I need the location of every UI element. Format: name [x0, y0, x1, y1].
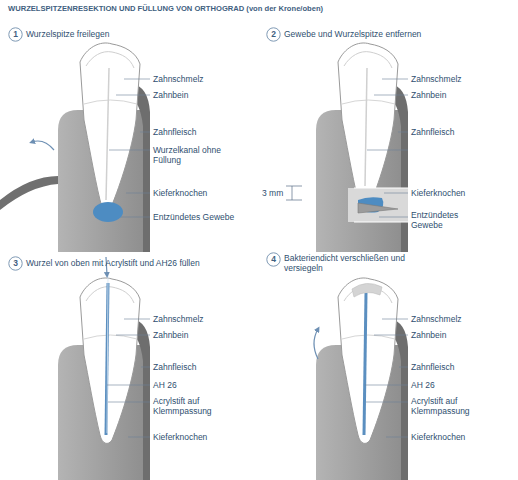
- circle-shape: [267, 28, 280, 41]
- part-name: AH 26: [411, 380, 435, 390]
- diagram-title: WURZELSPITZENRESEKTION UND FÜLLUNG VON O…: [8, 4, 323, 13]
- part-name: Acrylstift auf Klemmpassung: [153, 396, 233, 416]
- step-heading: Wurzelspitze freilegen: [26, 29, 109, 39]
- panel-1: [0, 43, 150, 252]
- part-name: Zahnfleisch: [411, 127, 454, 137]
- circle-shape: [9, 257, 22, 270]
- circle-shape: [9, 28, 22, 41]
- step-heading: Gewebe und Wurzelspitze entfernen: [284, 29, 421, 39]
- circle-shape: [267, 253, 280, 266]
- part-name: Zahnbein: [153, 330, 188, 340]
- panel-2: [286, 43, 408, 252]
- part-name: Wurzelkanal ohne Füllung: [153, 145, 243, 165]
- step-circle: 4: [266, 252, 281, 267]
- step-circle: 3: [8, 256, 23, 271]
- step-number: 4: [266, 252, 281, 267]
- panel-3: [58, 257, 150, 480]
- part-name: Kieferknochen: [153, 188, 207, 198]
- part-name: Acrylstift auf Klemmpassung: [411, 396, 491, 416]
- part-name: Zahnschmelz: [411, 74, 462, 84]
- part-name: Zahnbein: [411, 90, 446, 100]
- part-name: Zahnschmelz: [411, 314, 462, 324]
- step-circle: 2: [266, 27, 281, 42]
- part-name: Zahnfleisch: [153, 362, 196, 372]
- part-name: Zahnschmelz: [153, 74, 204, 84]
- part-name: Entzündetes Gewebe: [153, 212, 234, 222]
- part-name: Kieferknochen: [411, 432, 465, 442]
- step-heading: Wurzel von oben mit Acrylstift und AH26 …: [26, 258, 200, 268]
- part-name: Kieferknochen: [411, 188, 465, 198]
- part-name: Entzündetes Gewebe: [411, 210, 471, 230]
- panel-4: [314, 278, 408, 480]
- dimension: 3 mm: [262, 188, 283, 198]
- step-circle: 1: [8, 27, 23, 42]
- step-number: 2: [266, 27, 281, 42]
- step-heading: Bakteriendicht verschließen und versiege…: [284, 253, 434, 273]
- part-name: Zahnfleisch: [153, 127, 196, 137]
- part-name: Kieferknochen: [153, 432, 207, 442]
- step-number: 1: [8, 27, 23, 42]
- part-name: Zahnbein: [411, 330, 446, 340]
- part-name: Zahnfleisch: [411, 362, 454, 372]
- part-name: Zahnschmelz: [153, 314, 204, 324]
- part-name: Zahnbein: [153, 90, 188, 100]
- part-name: AH 26: [153, 380, 177, 390]
- step-number: 3: [8, 256, 23, 271]
